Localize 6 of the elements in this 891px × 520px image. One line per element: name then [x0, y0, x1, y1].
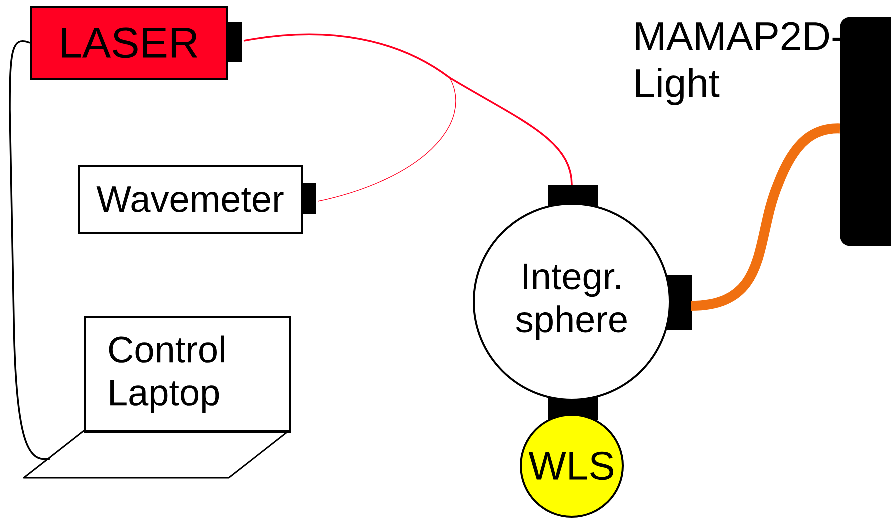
laptop-drawing: Control Laptop: [23, 316, 291, 479]
wavemeter-box: Wavemeter: [78, 165, 316, 234]
cable: [244, 34, 573, 186]
sphere-drawing: Integr. sphere: [473, 185, 692, 420]
spectrometer-label: MAMAP2D- Light: [636, 22, 843, 106]
laser-box: LASER: [30, 6, 242, 80]
